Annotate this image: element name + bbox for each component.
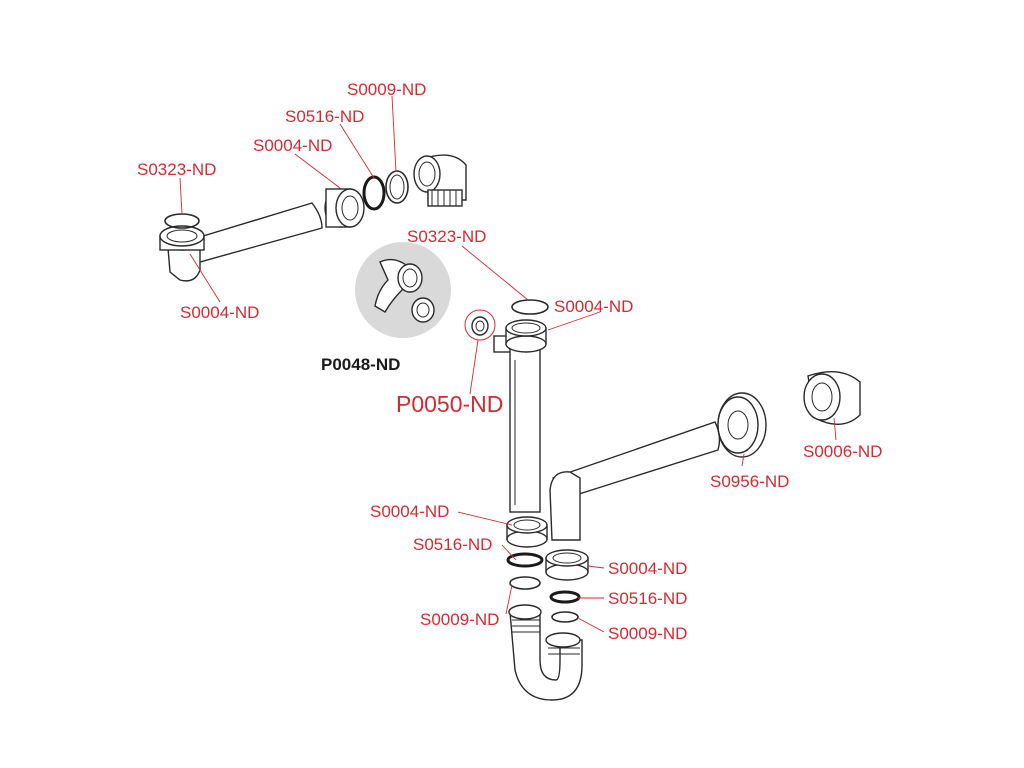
upper-pipe [189, 202, 323, 263]
label-s0516-low-right: S0516-ND [608, 589, 687, 608]
upper-black-ring [362, 175, 386, 211]
right-wall-pipe-assembly [549, 370, 861, 541]
right-elbow [549, 471, 581, 541]
lower-left-washer [509, 576, 541, 590]
upper-left-nut [159, 225, 205, 251]
p0048-highlight [355, 242, 451, 338]
label-s0004-low-right: S0004-ND [608, 559, 687, 578]
center-tee-nut [505, 319, 547, 353]
center-tee-assembly [493, 299, 549, 513]
upper-left-elbow [167, 247, 201, 282]
label-s0004-top: S0004-ND [253, 136, 332, 155]
p0050-cap [464, 309, 496, 341]
upper-elbow-fitting [413, 154, 467, 207]
lower-left-black-ring [506, 552, 544, 568]
upper-washer [385, 170, 409, 204]
lower-right-nut [545, 549, 589, 581]
s0956-rosette [717, 392, 767, 458]
leader-lines [179, 95, 837, 633]
label-s0004-low: S0004-ND [370, 502, 449, 521]
label-s0516-low-left: S0516-ND [413, 535, 492, 554]
lower-right-black-ring [549, 590, 581, 604]
s0006-cap [803, 370, 861, 425]
label-s0009-low-left: S0009-ND [420, 610, 499, 629]
label-s0004-left: S0004-ND [180, 303, 259, 322]
lower-trap-assembly [506, 516, 589, 701]
label-s0323-left: S0323-ND [137, 160, 216, 179]
hose-cap [411, 297, 435, 323]
upper-pipe-nut [324, 188, 365, 228]
lower-right-washer [551, 611, 579, 623]
center-top-seal [511, 299, 549, 315]
label-p0048: P0048-ND [321, 355, 400, 374]
part-labels: S0009-ND S0516-ND S0004-ND S0323-ND S000… [137, 80, 882, 643]
upper-left-pipe-assembly [159, 154, 467, 282]
label-s0006: S0006-ND [803, 442, 882, 461]
label-s0009-low-right: S0009-ND [608, 624, 687, 643]
label-s0323-mid: S0323-ND [407, 227, 486, 246]
u-trap [508, 604, 583, 701]
label-s0516-top: S0516-ND [285, 107, 364, 126]
label-s0956: S0956-ND [710, 472, 789, 491]
label-p0050: P0050-ND [396, 391, 503, 417]
label-s0004-mid: S0004-ND [554, 297, 633, 316]
lower-left-nut [506, 516, 548, 548]
label-s0009-top: S0009-ND [347, 80, 426, 99]
